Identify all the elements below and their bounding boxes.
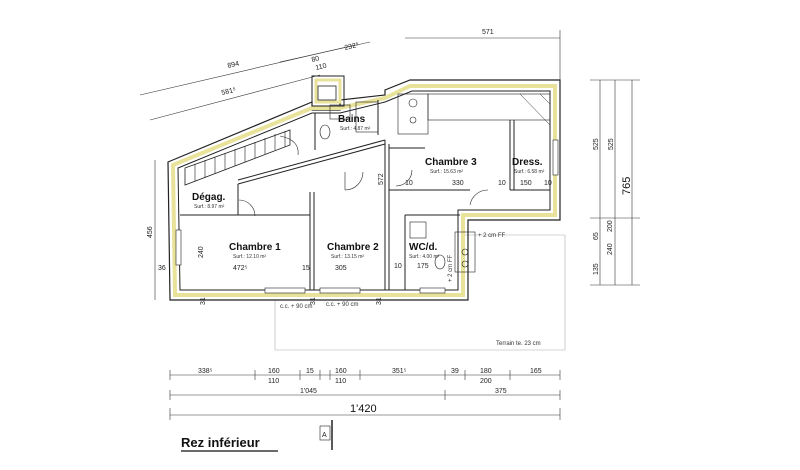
dim-right-525a: 525	[593, 138, 600, 150]
dim-top-110: 110	[315, 63, 328, 72]
dim-row1-180: 180	[480, 368, 492, 375]
dim-c1-472: 472⁵	[233, 265, 248, 272]
dim-total-1420: 1'420	[350, 403, 377, 415]
dim-wc-10: 10	[394, 263, 402, 270]
dim-row1-351: 351⁵	[392, 368, 407, 375]
room-name-chambre3: Chambre 3	[425, 157, 477, 168]
dim-top-581: 581⁵	[221, 87, 237, 97]
dim-left-456: 456	[147, 226, 154, 238]
dim-c1-15: 15	[302, 265, 310, 272]
room-surface-wc: Surf.: 4.00 m²	[409, 254, 440, 260]
dim-bottom-31a: 31	[200, 297, 207, 305]
room-name-chambre1: Chambre 1	[229, 242, 281, 253]
dim-top-571: 571	[482, 29, 494, 36]
bains-bay	[311, 75, 345, 107]
note-cc-1: c.c. + 90 cm	[280, 304, 313, 310]
dim-left-36: 36	[158, 265, 166, 272]
dim-top-232: 232⁵	[344, 42, 360, 52]
interior-dimensions: 240 472⁵ 15 305 572 330 10 10 150 10 175…	[158, 173, 552, 305]
note-ff-1: + 2 cm FF	[478, 233, 506, 239]
exterior-walls	[167, 79, 561, 301]
bottom-dimensions: 338⁵ 160 15 160 351⁵ 39 180 165 110 110 …	[169, 368, 561, 420]
section-marker-label: A	[322, 432, 327, 439]
dim-row1-15: 15	[306, 368, 314, 375]
dim-bottom-31c: 31	[376, 297, 383, 305]
dim-row1-39: 39	[451, 368, 459, 375]
dim-row2-110a: 110	[268, 378, 279, 385]
section-marker: A	[319, 420, 333, 450]
fixtures	[319, 93, 551, 273]
dim-c3-10a: 10	[405, 180, 413, 187]
room-name-bains: Bains	[338, 114, 366, 125]
room-surface-chambre1: Surf.: 12.10 m²	[233, 254, 266, 260]
dim-right-240: 240	[607, 243, 614, 255]
staircase	[184, 129, 299, 186]
room-labels: Bains Surf.: 4.87 m² Dégag. Surf.: 8.97 …	[192, 114, 545, 260]
right-dimensions: 525 525 765 240 65 135 200	[590, 79, 640, 286]
dim-row1-338: 338⁵	[198, 368, 213, 375]
dim-bottom-31b: 31	[310, 297, 317, 305]
terrain-note: Terrain te. 23 cm	[496, 341, 541, 347]
plan-title: Rez inférieur	[181, 435, 260, 450]
note-ff-2: + 2 cm FF	[448, 254, 454, 282]
room-surface-dress: Surf.: 6.58 m²	[514, 169, 545, 175]
dim-top-80: 80	[311, 55, 320, 64]
dim-c3-330: 330	[452, 180, 464, 187]
room-surface-chambre2: Surf.: 13.15 m²	[331, 254, 364, 260]
dim-right-200: 200	[607, 220, 614, 232]
dim-row2-200: 200	[480, 378, 492, 385]
dim-top-894: 894	[227, 60, 240, 69]
dim-dress-150: 150	[520, 180, 532, 187]
dim-right-65: 65	[593, 232, 600, 240]
dim-row3-375: 375	[495, 388, 507, 395]
room-name-wc: WC/d.	[409, 242, 438, 253]
doors	[175, 139, 559, 294]
room-surface-degag: Surf.: 8.97 m²	[194, 204, 225, 210]
dim-c1-240: 240	[198, 246, 205, 258]
dim-row1-165: 165	[530, 368, 542, 375]
dim-dress-10: 10	[544, 180, 552, 187]
dim-wc-175: 175	[417, 263, 429, 270]
level-notes: + 2 cm FF + 2 cm FF c.c. + 90 cm c.c. + …	[280, 233, 506, 310]
room-surface-chambre3: Surf.: 15.63 m²	[430, 169, 463, 175]
dim-row3-1045: 1'045	[300, 388, 317, 395]
note-cc-2: c.c. + 90 cm	[326, 302, 359, 308]
room-name-dress: Dress.	[512, 157, 543, 168]
room-name-degag: Dégag.	[192, 192, 226, 203]
dim-row2-110b: 110	[335, 378, 346, 385]
dim-right-135: 135	[593, 263, 600, 275]
terrace-outline: Terrain te. 23 cm	[274, 234, 566, 351]
dim-c3-10b: 10	[498, 180, 506, 187]
plan-title-group: Rez inférieur	[181, 435, 278, 452]
dim-c2-305: 305	[335, 265, 347, 272]
dim-row1-160a: 160	[268, 368, 280, 375]
room-name-chambre2: Chambre 2	[327, 242, 379, 253]
top-dimensions: 894 581⁵ 80 110 232⁵ 571	[139, 29, 561, 121]
dim-row1-160b: 160	[335, 368, 347, 375]
room-surface-bains: Surf.: 4.87 m²	[340, 126, 371, 132]
left-dimensions: 456	[147, 160, 156, 300]
dim-right-765: 765	[621, 177, 633, 195]
dim-c2-572: 572	[378, 173, 385, 185]
interior-walls	[180, 100, 550, 290]
dim-right-525b: 525	[608, 138, 615, 150]
